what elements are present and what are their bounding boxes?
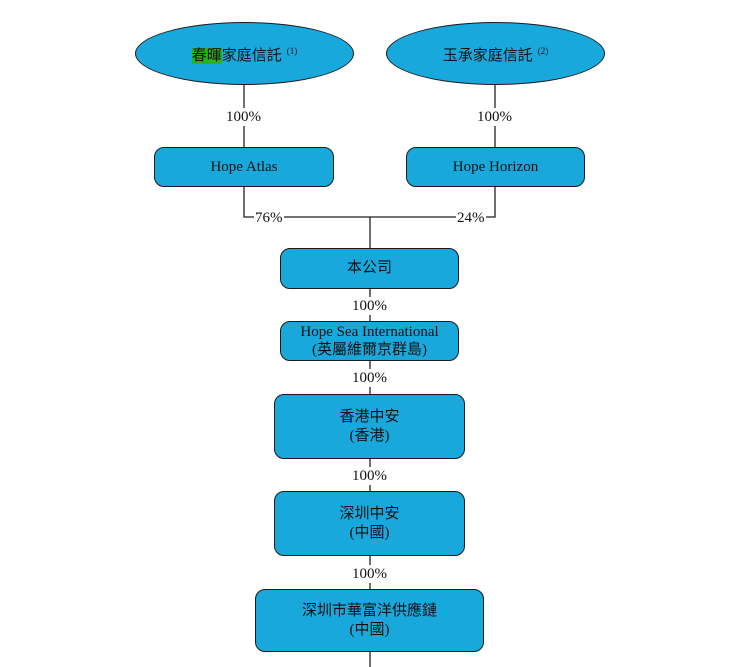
subsidiary-node-hk-zhongan: 香港中安 (香港) bbox=[274, 394, 465, 459]
highlighted-text: 春暉 bbox=[191, 47, 222, 64]
subsidiary-node-sz-huafuyang: 深圳市華富洋供應鏈 (中國) bbox=[255, 589, 484, 652]
pct-label: 100% bbox=[225, 108, 262, 126]
node-label: Hope Horizon bbox=[452, 158, 539, 175]
pct-label: 100% bbox=[476, 108, 513, 126]
node-label: Hope Sea International bbox=[300, 324, 439, 340]
trust-node-yucheng: 玉承家庭信託 (2) bbox=[386, 22, 605, 85]
pct-label: 100% bbox=[351, 297, 388, 315]
node-sublabel: (中國) bbox=[349, 621, 390, 638]
subsidiary-node-sz-zhongan: 深圳中安 (中國) bbox=[274, 491, 465, 556]
pct-label: 24% bbox=[456, 209, 486, 227]
company-node: 本公司 bbox=[280, 248, 459, 289]
node-label: 香港中安 bbox=[339, 408, 400, 425]
pct-label: 100% bbox=[351, 369, 388, 387]
subsidiary-node-hope-sea: Hope Sea International (英屬維爾京群島) bbox=[280, 321, 459, 361]
trust-name: 家庭信託 bbox=[221, 47, 282, 64]
node-sublabel: (英屬維爾京群島) bbox=[312, 342, 427, 358]
node-label: 深圳市華富洋供應鏈 bbox=[301, 602, 437, 619]
holdco-node-hope-horizon: Hope Horizon bbox=[406, 147, 585, 187]
node-label: 本公司 bbox=[346, 260, 392, 276]
trust-name: 玉承家庭信託 bbox=[442, 47, 533, 64]
node-sublabel: (中國) bbox=[349, 524, 390, 541]
holdco-node-hope-atlas: Hope Atlas bbox=[154, 147, 334, 187]
pct-label: 76% bbox=[254, 209, 284, 227]
footnote-marker: (1) bbox=[286, 45, 298, 56]
trust-node-chunhui: 春暉家庭信託 (1) bbox=[135, 22, 354, 85]
node-label: 深圳中安 bbox=[339, 505, 400, 522]
footnote-marker: (2) bbox=[537, 45, 549, 56]
pct-label: 100% bbox=[351, 467, 388, 485]
node-sublabel: (香港) bbox=[349, 427, 390, 444]
node-label: Hope Atlas bbox=[210, 158, 278, 175]
pct-label: 100% bbox=[351, 565, 388, 583]
